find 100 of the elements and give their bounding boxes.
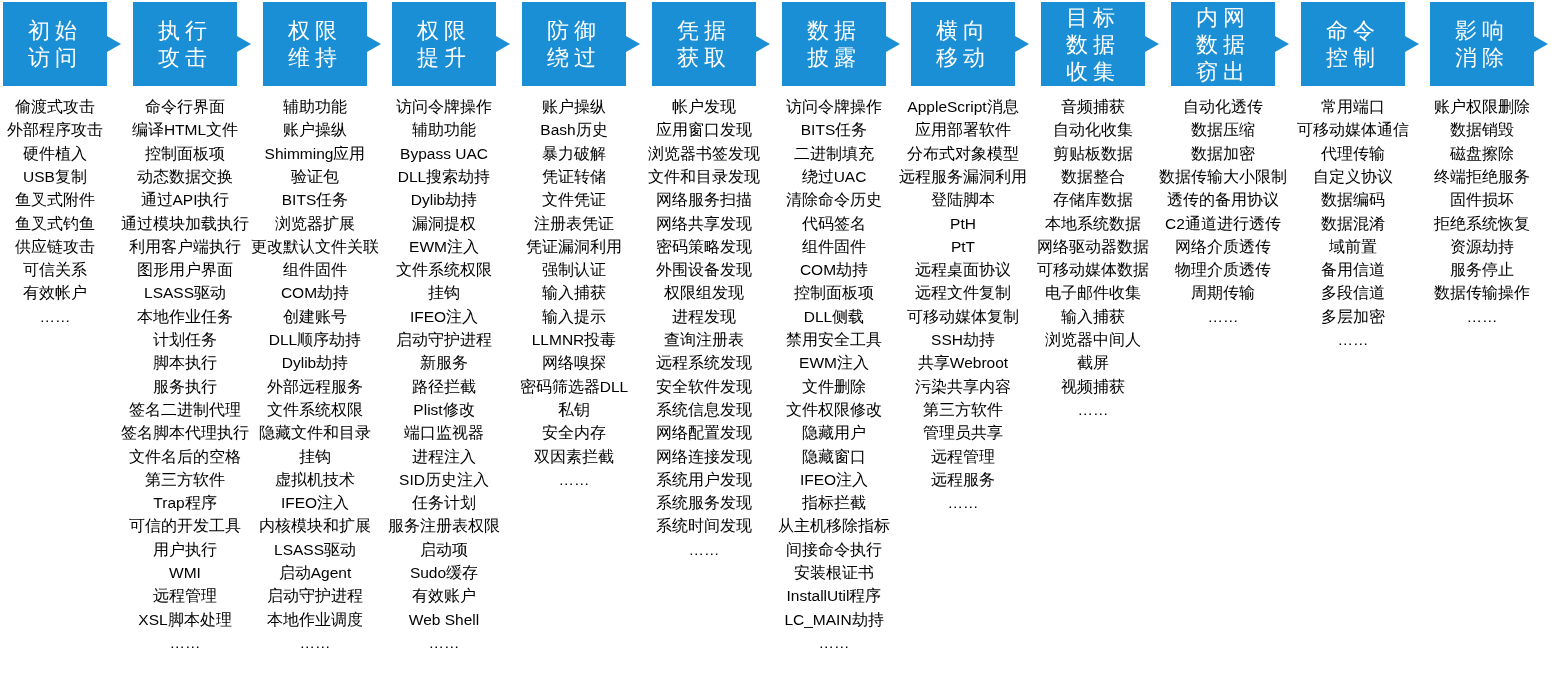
technique-label: 外部远程服务: [267, 376, 363, 397]
stage-title: 执行攻击: [158, 17, 212, 71]
technique-label: DLL搜索劫持: [397, 166, 491, 187]
technique-label: 系统信息发现: [656, 399, 752, 420]
stage-title: 初始访问: [28, 17, 82, 71]
technique-label: 服务停止: [1450, 260, 1514, 281]
technique-label: 第三方软件: [923, 399, 1003, 420]
technique-label: Bypass UAC: [400, 143, 488, 164]
technique-label: PtT: [950, 236, 976, 257]
technique-label: LLMNR投毒: [531, 330, 617, 350]
technique-label: 本地作业任务: [137, 306, 233, 327]
technique-label: 远程桌面协议: [915, 260, 1011, 281]
technique-label: 数据传输大小限制: [1159, 166, 1287, 187]
technique-label: 新服务: [420, 353, 468, 374]
technique-label: 分布式对象模型: [907, 143, 1019, 164]
technique-label: 隐藏窗口: [802, 446, 866, 467]
technique-label: 自动化透传: [1183, 97, 1263, 117]
technique-label: 服务注册表权限: [388, 516, 500, 537]
technique-label: 系统服务发现: [656, 493, 752, 514]
technique-label: 网络共享发现: [656, 213, 752, 234]
technique-label: 控制面板项: [145, 143, 225, 164]
technique-label: 截屏: [1077, 353, 1109, 374]
technique-label: 域前置: [1329, 236, 1377, 257]
technique-label: 系统时间发现: [656, 516, 752, 537]
technique-label: 二进制填充: [794, 143, 874, 164]
technique-label: 数据加密: [1191, 143, 1255, 164]
technique-label: 数据压缩: [1191, 120, 1255, 141]
technique-label: Shimming应用: [264, 143, 366, 164]
technique-label: 代码签名: [802, 213, 866, 234]
stage-title: 权限提升: [417, 17, 471, 71]
ellipsis: ……: [688, 539, 720, 560]
ellipsis: ……: [818, 632, 850, 653]
technique-label: 远程管理: [153, 586, 217, 607]
technique-label: 浏览器扩展: [275, 213, 355, 234]
technique-label: 有效帐户: [23, 283, 87, 304]
technique-label: 网络驱动器数据: [1037, 236, 1149, 257]
technique-label: 安装根证书: [794, 563, 874, 583]
stage-title: 目标数据收集: [1066, 3, 1120, 85]
technique-label: 周期传输: [1191, 283, 1255, 304]
technique-label: 利用客户端执行: [129, 236, 241, 257]
technique-label: 远程服务: [931, 469, 995, 490]
technique-label: 浏览器中间人: [1045, 330, 1141, 350]
technique-label: 路径拦截: [412, 376, 476, 397]
technique-label: 组件固件: [283, 260, 347, 281]
technique-label: 指标拦截: [802, 493, 866, 514]
technique-label: 内核模块和扩展: [259, 516, 371, 537]
technique-label: USB复制: [23, 166, 87, 187]
technique-label: 固件损坏: [1450, 190, 1514, 211]
technique-label: 自定义协议: [1313, 166, 1393, 187]
technique-label: 禁用安全工具: [786, 330, 882, 350]
technique-label: 辅助功能: [412, 120, 476, 141]
technique-label: 文件权限修改: [786, 399, 882, 420]
technique-label: 访问令牌操作: [396, 97, 492, 117]
technique-label: 透传的备用协议: [1167, 190, 1279, 211]
technique-label: 进程发现: [672, 306, 736, 327]
technique-label: 外部程序攻击: [7, 120, 103, 141]
technique-label: 可信的开发工具: [129, 516, 241, 537]
technique-label: 启动守护进程: [396, 330, 492, 350]
technique-label: 凭证转储: [542, 166, 606, 187]
technique-label: 签名脚本代理执行: [121, 423, 249, 444]
technique-label: 从主机移除指标: [778, 516, 890, 537]
technique-label: 通过模块加载执行: [121, 213, 249, 234]
technique-label: 可信关系: [23, 260, 87, 281]
technique-label: 物理介质透传: [1175, 260, 1271, 281]
ellipsis: ……: [39, 306, 71, 327]
technique-label: 安全软件发现: [656, 376, 752, 397]
technique-label: 管理员共享: [923, 423, 1003, 444]
technique-label: 偷渡式攻击: [15, 97, 95, 117]
technique-label: InstallUtil程序: [786, 586, 882, 607]
stage-title: 命令控制: [1326, 17, 1380, 71]
stage-title: 权限维持: [288, 17, 342, 71]
technique-label: 文件系统权限: [267, 399, 363, 420]
technique-label: 文件删除: [802, 376, 866, 397]
technique-label: 数据混淆: [1321, 213, 1385, 234]
technique-label: 代理传输: [1321, 143, 1385, 164]
technique-label: 账户权限删除: [1434, 97, 1530, 117]
technique-label: 更改默认文件关联: [251, 236, 379, 257]
technique-label: 凭证漏洞利用: [526, 236, 622, 257]
technique-label: LC_MAIN劫持: [784, 609, 884, 630]
technique-label: 登陆脚本: [931, 190, 995, 211]
technique-label: DLL顺序劫持: [268, 330, 362, 350]
technique-label: 常用端口: [1321, 97, 1385, 117]
technique-label: 服务执行: [153, 376, 217, 397]
ellipsis: ……: [558, 469, 590, 490]
technique-label: 暴力破解: [542, 143, 606, 164]
technique-label: 启动守护进程: [267, 586, 363, 607]
technique-label: 清除命令历史: [786, 190, 882, 211]
technique-label: 网络连接发现: [656, 446, 752, 467]
technique-label: 有效账户: [412, 586, 476, 607]
stage-title: 数据披露: [807, 17, 861, 71]
technique-label: 可移动媒体复制: [907, 306, 1019, 327]
technique-label: 可移动媒体通信: [1297, 120, 1409, 141]
technique-label: 隐藏文件和目录: [259, 423, 371, 444]
technique-label: LSASS驱动: [274, 539, 356, 560]
technique-label: 访问令牌操作: [786, 97, 882, 117]
technique-label: 远程服务漏洞利用: [899, 166, 1027, 187]
technique-label: 控制面板项: [794, 283, 874, 304]
ellipsis: ……: [1207, 306, 1239, 327]
technique-label: 鱼叉式钓鱼: [15, 213, 95, 234]
technique-label: 存储库数据: [1053, 190, 1133, 211]
